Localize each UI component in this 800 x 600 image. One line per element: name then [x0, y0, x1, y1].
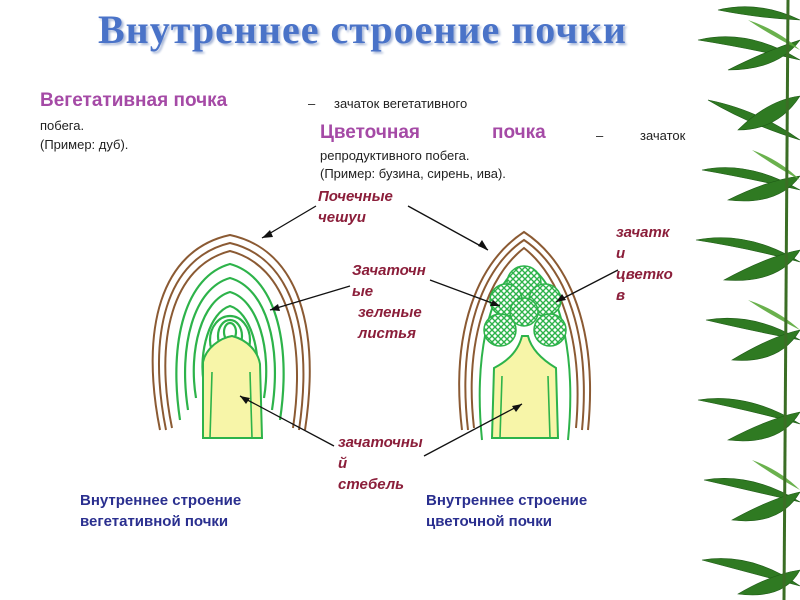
vegetative-dash: –	[308, 96, 316, 111]
vegetative-desc-line1: зачаток вегетативного	[334, 96, 468, 111]
pointer-lines	[239, 205, 619, 457]
flower-dash: –	[596, 128, 604, 143]
vegetative-example: (Пример: дуб).	[40, 137, 129, 152]
vegetative-stem	[202, 334, 264, 439]
flower-primordia	[483, 265, 567, 347]
flower-bud-scales	[458, 230, 592, 431]
pointer-arrowheads	[240, 230, 566, 412]
vegetative-bud-term: Вегетативная почка	[40, 90, 228, 111]
flower-bud-drawing	[458, 230, 592, 441]
flower-stem	[490, 335, 560, 439]
flower-desc-line2: репродуктивного побега.	[320, 148, 470, 163]
vegetative-bud-scales	[151, 233, 311, 431]
vegetative-desc-line2: побега.	[40, 118, 85, 133]
flower-example: (Пример: бузина, сирень, ива).	[320, 166, 506, 181]
bamboo-leaves-decoration	[688, 0, 800, 600]
flower-desc-word: зачаток	[640, 128, 686, 143]
flower-bud-term: Цветочная	[320, 122, 420, 143]
vegetative-green-leaves	[175, 262, 285, 421]
page-title: Внутреннее строение почки	[98, 7, 627, 52]
vegetative-bud-drawing	[151, 233, 311, 439]
flower-bud-term2: почка	[492, 122, 546, 143]
